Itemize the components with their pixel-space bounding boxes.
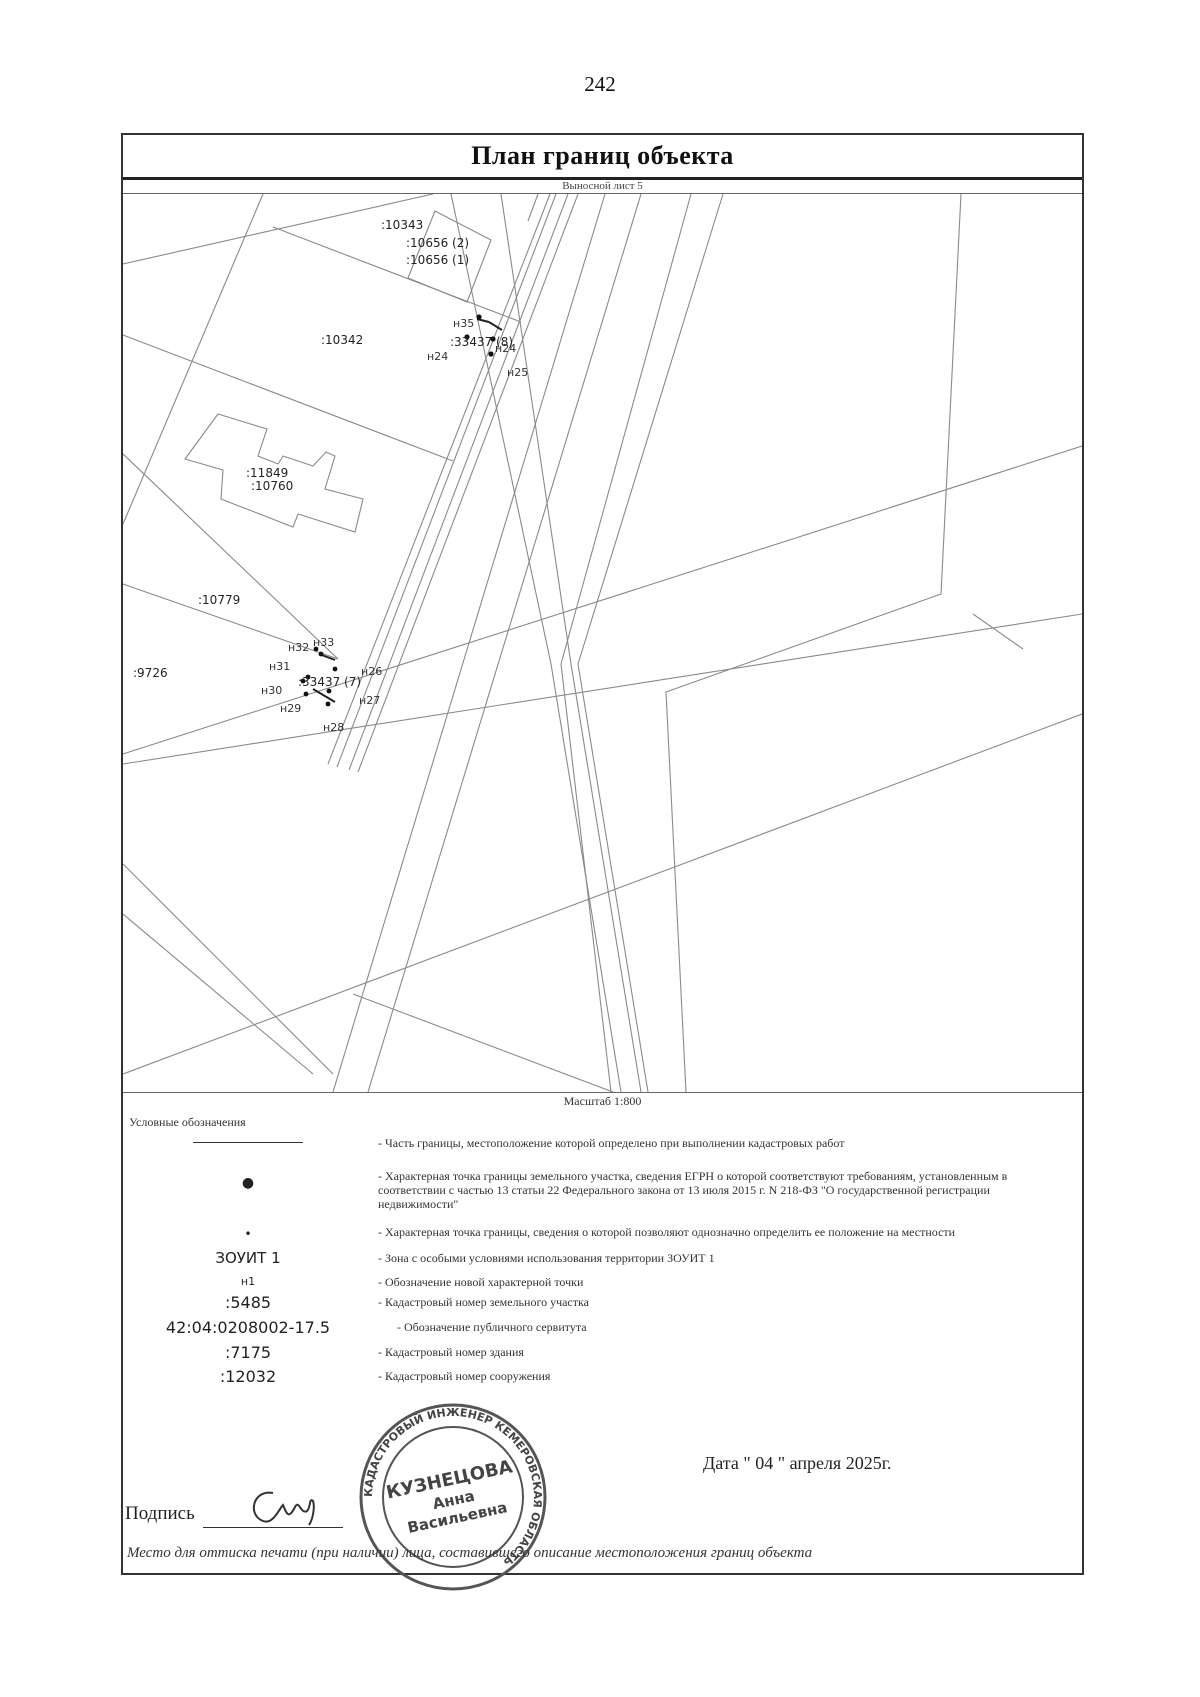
- road-line: [450, 193, 622, 1093]
- legend-text: - Кадастровый номер сооружения: [378, 1369, 551, 1383]
- boundary-point: [325, 701, 331, 707]
- road-line: [665, 193, 962, 1093]
- boundary-point: [490, 336, 496, 342]
- point-label: н24: [495, 342, 516, 355]
- legend-text: - Обозначение новой характерной точки: [378, 1275, 584, 1289]
- road-line: [577, 193, 724, 1093]
- document-date: Дата " 04 " апреля 2025г.: [703, 1453, 892, 1473]
- structure-number-symbol: :12032: [219, 1367, 277, 1386]
- legend-text: - Кадастровый номер здания: [378, 1345, 524, 1359]
- parcel-boundary: [527, 193, 539, 222]
- boundary-point: [332, 666, 338, 672]
- map-scale: Масштаб 1:800: [563, 1094, 642, 1108]
- road-line: [367, 193, 642, 1093]
- map-drawing: :10343 :10656 (2) :10656 (1) :10342 :334…: [122, 193, 1083, 1093]
- new-point-symbol: н1: [240, 1275, 256, 1288]
- point-label: н30: [261, 684, 282, 697]
- boundary-point: [476, 314, 482, 320]
- boundary-point: [464, 334, 470, 340]
- page-number: 242: [584, 72, 616, 96]
- official-stamp: КАДАСТРОВЫЙ ИНЖЕНЕР КЕМЕРОВСКАЯ ОБЛАСТЬ …: [359, 1403, 547, 1591]
- boundary-point: [300, 678, 306, 684]
- stamp-place-note: Место для оттиска печати (при наличии) л…: [127, 1545, 813, 1561]
- point-label: н31: [269, 660, 290, 673]
- point-label: н29: [280, 702, 301, 715]
- parcel-label: :9726: [133, 666, 168, 680]
- boundary-point: [326, 688, 332, 694]
- boundary-point: [303, 691, 309, 697]
- road-line: [327, 193, 551, 765]
- legend-text: - Кадастровый номер земельного участка: [378, 1295, 589, 1309]
- point-label: н32: [288, 641, 309, 654]
- parcel-label: :10343: [381, 218, 423, 232]
- road-line: [560, 193, 692, 1093]
- building-outline: [407, 210, 492, 303]
- parcel-boundary: [122, 453, 339, 660]
- boundary-line: [122, 913, 314, 1075]
- road-line: [357, 193, 579, 773]
- building-outline: [184, 413, 364, 533]
- parcel-label: :10760: [251, 479, 293, 493]
- boundary-line: [122, 713, 1083, 1075]
- road-line: [500, 193, 642, 1093]
- boundary-point: [488, 351, 494, 357]
- legend-line-symbol: [123, 1142, 373, 1143]
- boundary-line: [122, 445, 1083, 755]
- point-label: н33: [313, 636, 334, 649]
- legend-text: - Зона с особыми условиями использования…: [378, 1251, 715, 1265]
- boundary-point: [313, 646, 319, 652]
- legend-text: - Характерная точка границы земельного у…: [378, 1169, 1008, 1211]
- parcel-label: :10342: [321, 333, 363, 347]
- building-number-symbol: :7175: [224, 1343, 272, 1362]
- legend-title: Условные обозначения: [129, 1115, 246, 1129]
- parcel-label: :33437 (8): [450, 335, 513, 349]
- parcel-label: :10779: [198, 593, 240, 607]
- sheet-subtitle: Выносной лист 5: [123, 179, 1082, 194]
- boundary-line: [122, 613, 1083, 765]
- parcel-boundary: [122, 334, 454, 462]
- point-label: н27: [359, 694, 380, 707]
- boundary-line: [972, 613, 1024, 650]
- zone-symbol: ЗОУИТ 1: [215, 1249, 281, 1267]
- parcel-label: :33437 (7): [298, 675, 361, 689]
- point-label: н28: [323, 721, 344, 734]
- signature-label: Подпись: [125, 1503, 195, 1524]
- point-label: н25: [507, 366, 528, 379]
- parcel-boundary: [272, 226, 522, 323]
- legend-text: - Часть границы, местоположение которой …: [378, 1136, 845, 1150]
- road-line: [348, 193, 569, 771]
- signature-line: [203, 1527, 343, 1528]
- point-label: н24: [427, 350, 448, 363]
- point-label: н26: [361, 665, 382, 678]
- point-label: н35: [453, 317, 474, 330]
- parcel-label: :10656 (2): [406, 236, 469, 250]
- cadastral-segment: [488, 321, 503, 331]
- parcel-boundary: [122, 583, 339, 660]
- document-frame: План границ объекта Выносной лист 5: [121, 133, 1084, 1591]
- page-title: План границ объекта: [123, 135, 1082, 180]
- parcel-label: :11849: [246, 466, 288, 480]
- cadastral-segment: [312, 688, 336, 703]
- parcel-number-symbol: :5485: [224, 1293, 272, 1312]
- large-point-symbol: ●: [241, 1175, 255, 1191]
- parcel-label: :10656 (1): [406, 253, 469, 267]
- boundary-line: [352, 993, 614, 1093]
- boundary-point: [318, 651, 324, 657]
- legend-text: - Характерная точка границы, сведения о …: [378, 1225, 956, 1239]
- parcel-boundary: [122, 193, 264, 525]
- servitude-symbol: 42:04:0208002-17.5: [165, 1318, 331, 1337]
- boundary-point: [305, 674, 311, 680]
- boundary-line: [122, 863, 334, 1075]
- boundary-map: :10343 :10656 (2) :10656 (1) :10342 :334…: [122, 193, 1083, 1093]
- small-point-symbol: •: [244, 1227, 252, 1241]
- legend-text: - Обозначение публичного сервитута: [397, 1320, 587, 1334]
- road-line: [336, 193, 557, 768]
- handwritten-signature: [253, 1491, 315, 1526]
